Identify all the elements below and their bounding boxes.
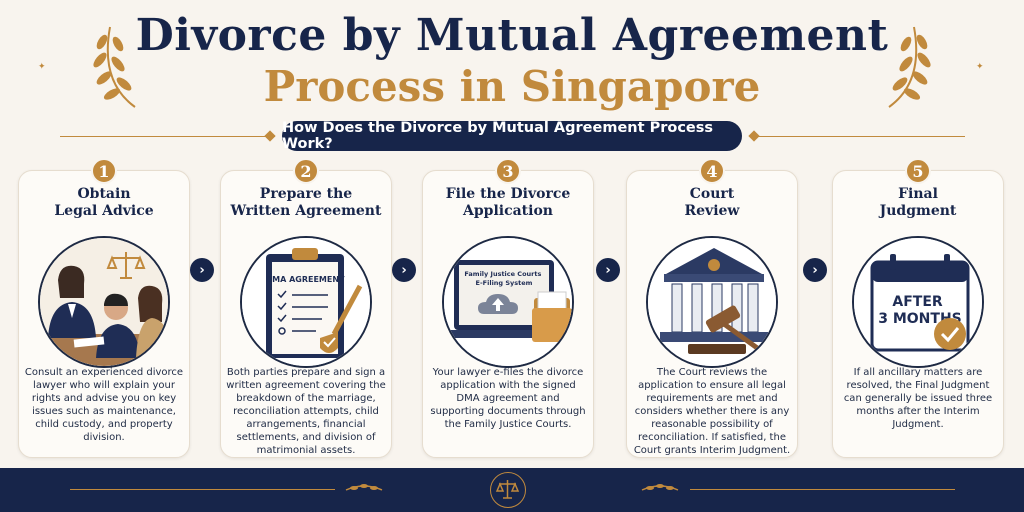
sparkle-icon: ✦	[178, 34, 186, 44]
courthouse-icon	[648, 238, 776, 366]
step-number-2: 2	[293, 158, 319, 184]
step-number-3: 3	[495, 158, 521, 184]
step-title-1: Obtain Legal Advice	[54, 186, 154, 219]
step-description-5: If all ancillary matters are resolved, t…	[843, 367, 993, 430]
step-description-1: Consult an experienced divorce lawyer wh…	[24, 367, 184, 443]
step-description-2: Both parties prepare and sign a written …	[226, 367, 386, 456]
sparkle-icon: ✦	[838, 34, 846, 44]
scales-icon	[106, 252, 146, 279]
clipboard-label: DMA AGREEMENT	[265, 275, 345, 284]
banner-diamond-left	[264, 130, 276, 142]
step-illustration-4	[646, 236, 778, 368]
footer-line-left	[70, 489, 335, 490]
page-title-secondary: Process in Singapore	[263, 62, 761, 111]
chevron-right-icon: ›	[803, 258, 827, 282]
step-number-5: 5	[905, 158, 931, 184]
step-number-4: 4	[699, 158, 725, 184]
sparkle-icon: ✦	[976, 62, 984, 72]
subtitle-banner: How Does the Divorce by Mutual Agreement…	[282, 120, 742, 152]
calendar-icon: AFTER 3 MONTHS	[854, 238, 982, 366]
footer-line-right	[690, 489, 955, 490]
laptop-icon: Family Justice Courts E-Filing System	[444, 238, 572, 366]
scales-emblem-icon	[490, 472, 526, 508]
step-description-4: The Court reviews the application to ens…	[633, 367, 791, 456]
step-illustration-1	[38, 236, 170, 368]
laurel-small-icon	[345, 484, 383, 491]
chevron-right-icon: ›	[596, 258, 620, 282]
step-illustration-5: AFTER 3 MONTHS	[852, 236, 984, 368]
clipboard-icon: DMA AGREEMENT	[242, 238, 370, 366]
efiling-title: Family Justice Courts E-Filing System	[464, 270, 543, 287]
step-description-3: Your lawyer e-files the divorce applicat…	[430, 367, 586, 430]
laurel-right-icon	[888, 26, 931, 108]
step-title-2: Prepare the Written Agreement	[230, 186, 382, 219]
laurel-small-icon	[641, 484, 679, 491]
sparkle-icon: ✦	[38, 62, 46, 72]
step-illustration-3: Family Justice Courts E-Filing System	[442, 236, 574, 368]
banner-divider-left	[60, 136, 275, 137]
chevron-right-icon: ›	[190, 258, 214, 282]
page-title: Divorce by Mutual Agreement	[135, 10, 889, 61]
step-title-3: File the Divorce Application	[445, 186, 571, 219]
step-number-1: 1	[91, 158, 117, 184]
banner-diamond-right	[748, 130, 760, 142]
step-title-5: Final Judgment	[879, 186, 957, 219]
step-illustration-2: DMA AGREEMENT	[240, 236, 372, 368]
step-title-4: Court Review	[684, 186, 740, 219]
chevron-right-icon: ›	[392, 258, 416, 282]
laurel-left-icon	[93, 26, 136, 108]
banner-divider-right	[750, 136, 965, 137]
